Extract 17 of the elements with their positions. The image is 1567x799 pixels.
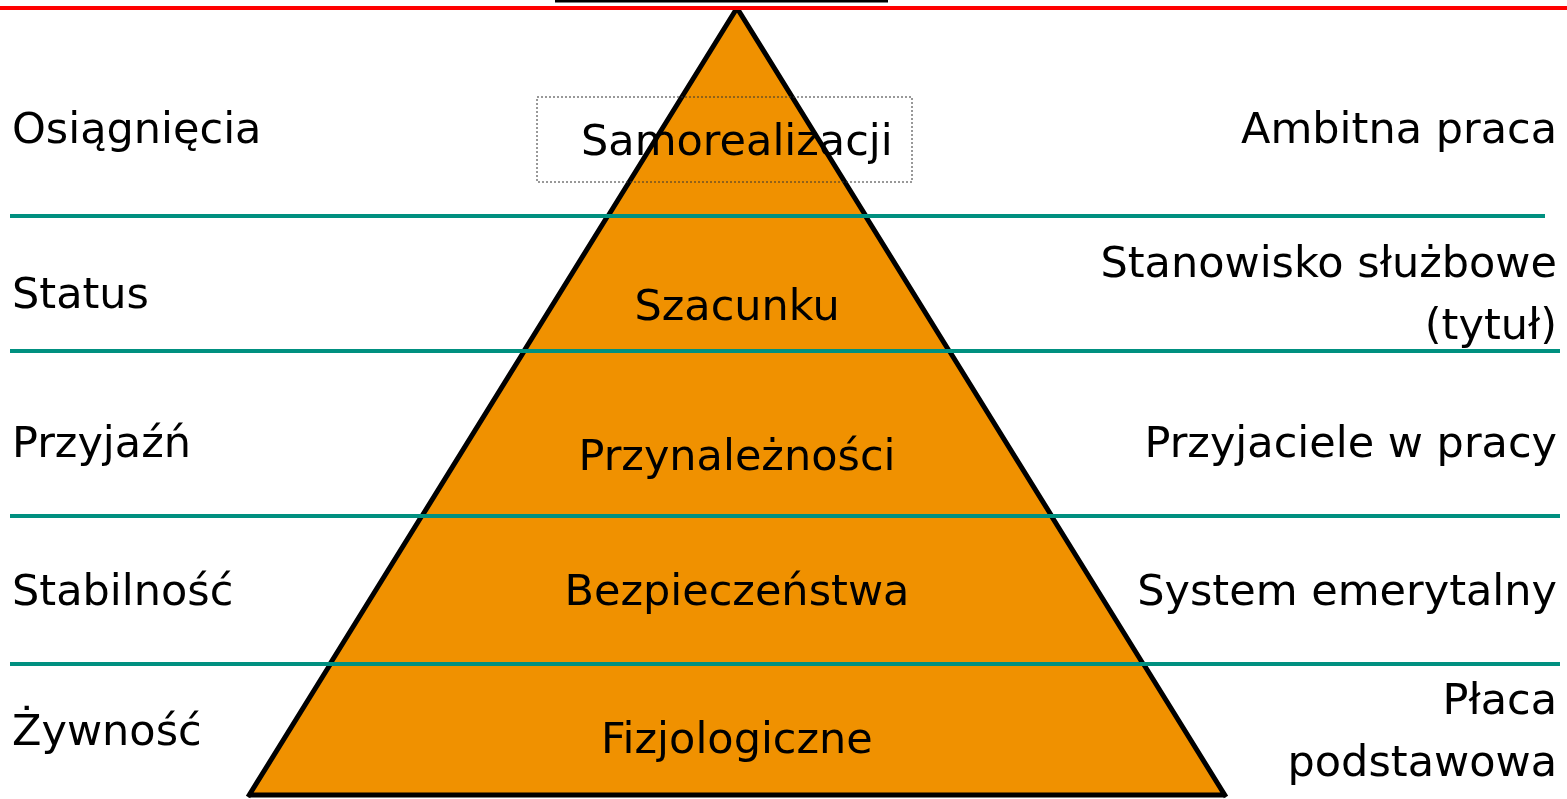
example-label: Przyjaciele w pracy	[1144, 416, 1557, 469]
tier-label: Szacunku	[634, 280, 840, 330]
pyramid-tier	[422, 351, 1052, 516]
tier-label: Bezpieczeństwa	[564, 565, 910, 615]
need-label: Stabilność	[12, 564, 234, 617]
tier-label: Fizjologiczne	[601, 713, 873, 763]
need-label: Przyjaźń	[12, 416, 191, 469]
example-label: Płaca podstawowa	[1286, 672, 1557, 788]
need-label: Żywność	[12, 704, 202, 757]
example-label: System emerytalny	[1137, 564, 1557, 617]
need-label: Osiągnięcia	[12, 102, 262, 155]
example-label: Ambitna praca	[1241, 102, 1557, 155]
tier-label: Przynależności	[578, 430, 896, 480]
example-label: Stanowisko służbowe (tytuł)	[1099, 235, 1557, 351]
pyramid-tier	[524, 216, 950, 351]
pyramid-tier	[248, 664, 1226, 797]
need-label: Status	[12, 267, 150, 320]
